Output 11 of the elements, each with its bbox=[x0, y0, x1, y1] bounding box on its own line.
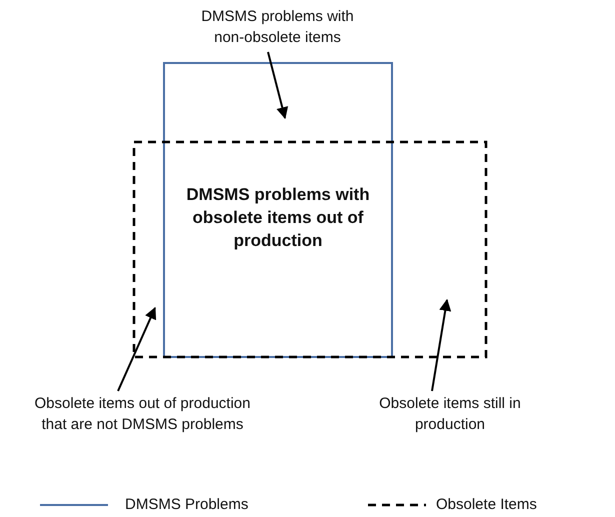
legend-label: DMSMS Problems bbox=[125, 495, 248, 514]
leader-arrow bbox=[117, 306, 156, 392]
annotation-text: DMSMS problems with non-obsolete items bbox=[190, 6, 365, 48]
annotation-text: Obsolete items out of production that are not DMSMS problems bbox=[30, 393, 255, 435]
region-label: DMSMS problems with obsolete items out of production bbox=[178, 183, 378, 252]
leader-arrow bbox=[267, 52, 288, 120]
leader-arrow bbox=[431, 298, 452, 392]
dmsms-problems-rectangle bbox=[163, 62, 393, 358]
annotation-text: Obsolete items still in production bbox=[360, 393, 540, 435]
legend-label: Obsolete Items bbox=[436, 495, 537, 514]
obsolete-items-rectangle bbox=[132, 140, 488, 358]
